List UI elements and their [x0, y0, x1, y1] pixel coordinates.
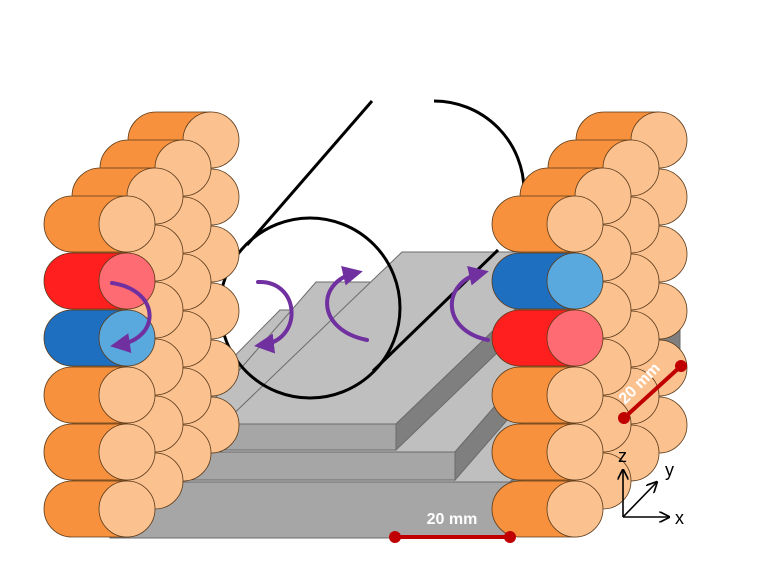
rotation-arrow-icon	[254, 279, 294, 354]
magnet-rod	[43, 423, 156, 481]
cylinder-top-edge	[245, 100, 374, 246]
scale-label-front: 20 mm	[427, 511, 478, 528]
magnet-rod	[491, 480, 604, 538]
magnet-rod-red	[491, 309, 604, 367]
magnet-rod	[491, 195, 604, 253]
cylinder-back-end	[433, 99, 526, 192]
scale-bar-icon	[622, 364, 683, 420]
axis-label-y: y	[665, 460, 674, 480]
y-axis	[622, 483, 656, 518]
axis-label-z: z	[618, 446, 627, 466]
rotation-arrow-icon	[325, 265, 369, 342]
scale-bar-front: 20 mm	[389, 511, 516, 543]
magnet-rod	[491, 366, 604, 424]
axis-label-x: x	[675, 508, 684, 528]
magnet-rod	[43, 195, 156, 253]
axis-triad-icon	[623, 471, 668, 517]
rotation-arrow-icon	[449, 265, 490, 342]
magnet-rod	[43, 366, 156, 424]
magnet-rod	[491, 423, 604, 481]
rotation-arrow-icon	[110, 281, 152, 353]
rotation-arrows	[110, 265, 490, 354]
right-magnet-array	[491, 111, 688, 538]
magnet-rod	[43, 480, 156, 538]
magnet-rod-blue	[491, 252, 604, 310]
magnet-rod-red	[43, 252, 156, 310]
